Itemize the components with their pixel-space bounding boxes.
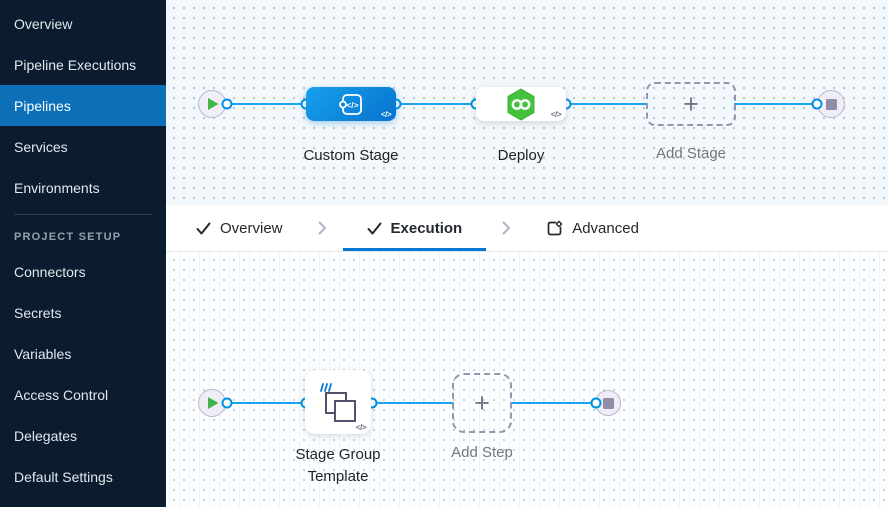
tab-overview[interactable]: Overview <box>176 205 303 251</box>
step-name-line: Template <box>307 468 369 485</box>
add-stage-label: Add Stage <box>655 145 727 162</box>
sidebar-item-pipelines[interactable]: Pipelines <box>0 85 166 126</box>
sidebar-item-label: Secrets <box>14 304 62 321</box>
svg-text:</>: </> <box>346 100 358 110</box>
step-name-line: Stage Group <box>295 446 381 463</box>
tab-label: Execution <box>390 219 463 237</box>
sidebar-item-label: Pipeline Executions <box>14 56 137 73</box>
sidebar-item-connectors[interactable]: Connectors <box>0 251 166 292</box>
sidebar-item-overview[interactable]: Overview <box>0 3 166 44</box>
edge-connector <box>221 98 233 110</box>
pipeline-edge <box>371 401 454 404</box>
code-badge: </> <box>380 110 392 119</box>
chevron-right-icon <box>502 221 510 235</box>
code-badge: </> <box>550 110 562 119</box>
tab-label: Overview <box>220 219 283 237</box>
play-icon <box>208 98 219 110</box>
stage-group-template-node[interactable]: </> <box>305 370 371 434</box>
edge-connector <box>221 397 233 409</box>
custom-stage-node[interactable]: </> </> <box>306 87 396 121</box>
tab-separator <box>303 205 343 251</box>
pipeline-edge <box>224 401 308 404</box>
step-name-label: Stage Group Template <box>263 444 413 488</box>
tab-execution[interactable]: Execution <box>342 205 487 251</box>
sidebar: Overview Pipeline Executions Pipelines S… <box>0 0 166 507</box>
sidebar-divider <box>14 214 152 215</box>
deploy-stage-node[interactable]: </> <box>476 87 566 121</box>
sidebar-item-label: Overview <box>14 15 73 32</box>
pipeline-start-node <box>198 90 226 118</box>
stop-icon <box>602 397 614 409</box>
sidebar-item-secrets[interactable]: Secrets <box>0 292 166 333</box>
pipeline-edge <box>224 102 308 105</box>
sidebar-item-label: Pipelines <box>14 97 71 114</box>
stage-name-label: Custom Stage <box>303 147 399 164</box>
add-step-button[interactable]: + <box>452 373 512 433</box>
custom-stage-icon: </> <box>338 93 362 115</box>
add-step-label: Add Step <box>451 444 513 461</box>
sidebar-item-label: Services <box>14 138 68 155</box>
stage-pipeline-canvas[interactable]: </> </> Custom Stage </> Deploy + Add St… <box>166 0 888 205</box>
pipeline-edge <box>734 102 818 105</box>
sidebar-item-label: Access Control <box>14 386 109 403</box>
main-area: </> </> Custom Stage </> Deploy + Add St… <box>166 0 888 507</box>
execution-canvas[interactable]: </> Stage Group Template + Add Step <box>166 252 888 507</box>
check-icon <box>367 222 382 234</box>
sidebar-item-delegates[interactable]: Delegates <box>0 415 166 456</box>
sidebar-item-label: Default Settings <box>14 468 113 485</box>
sidebar-item-label: Connectors <box>14 263 86 280</box>
sidebar-item-services[interactable]: Services <box>0 126 166 167</box>
plus-icon: + <box>683 88 699 119</box>
tab-label: Advanced <box>572 219 639 237</box>
add-stage-button[interactable]: + <box>646 82 736 126</box>
stage-group-template-icon <box>320 383 356 422</box>
sidebar-item-label: Environments <box>14 179 100 196</box>
sidebar-item-label: Delegates <box>14 427 78 444</box>
pipeline-edge <box>564 102 648 105</box>
deploy-cd-icon <box>507 87 535 121</box>
stage-name-label: Deploy <box>497 147 545 164</box>
tab-separator <box>486 205 526 251</box>
sidebar-item-access-control[interactable]: Access Control <box>0 374 166 415</box>
sidebar-item-default-settings[interactable]: Default Settings <box>0 456 166 497</box>
pipeline-edge <box>510 401 598 404</box>
play-icon <box>208 397 219 409</box>
code-badge: </> <box>355 423 367 432</box>
tab-advanced[interactable]: Advanced <box>526 205 659 251</box>
edge-connector <box>811 98 823 110</box>
pipeline-edge <box>394 102 478 105</box>
sidebar-item-pipeline-executions[interactable]: Pipeline Executions <box>0 44 166 85</box>
project-setup-heading: PROJECT SETUP <box>14 231 122 243</box>
sidebar-item-environments[interactable]: Environments <box>0 167 166 208</box>
chevron-right-icon <box>318 221 327 235</box>
edge-connector <box>590 397 602 409</box>
advanced-settings-icon <box>547 220 563 235</box>
stop-icon <box>825 98 837 110</box>
sidebar-item-variables[interactable]: Variables <box>0 333 166 374</box>
sidebar-item-label: Variables <box>14 345 72 362</box>
check-icon <box>196 222 211 234</box>
stage-config-tabbar: Overview Execution <box>166 205 888 252</box>
plus-icon: + <box>474 387 490 418</box>
